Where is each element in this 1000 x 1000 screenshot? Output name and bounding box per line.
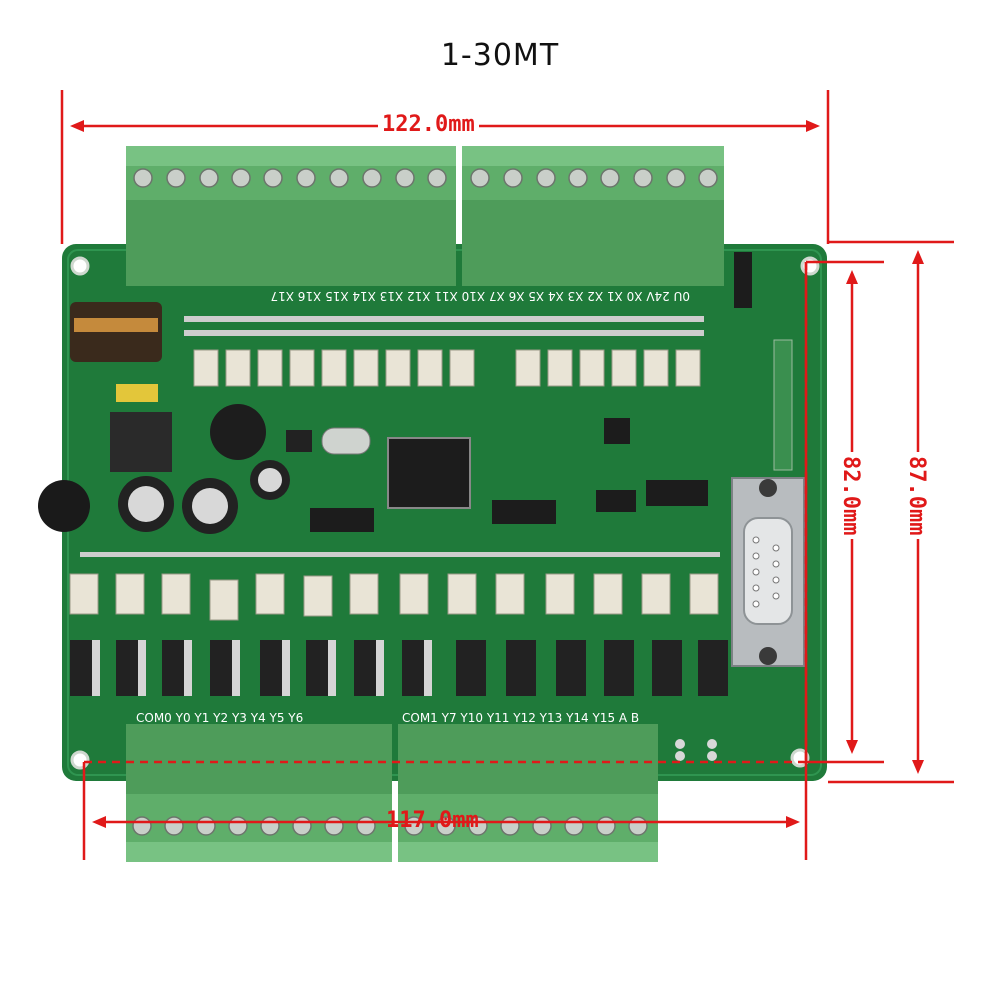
ic-chip [492,500,556,524]
db9-serial-connector [731,477,805,667]
power-inductor-round [210,404,266,460]
silkscreen-top-labels: 0U 24V X0 X1 X2 X3 X4 X5 X6 X7 X10 X11 X… [270,289,690,303]
dimension-outer-height: 87.0mm [904,452,929,540]
ic-chip [596,490,636,512]
mounting-hole [70,256,90,276]
input-optocoupler-row [193,349,701,387]
ic-chip [646,480,708,506]
electrolytic-capacitors [38,460,290,534]
dimension-bottom-width: 117.0mm [386,808,479,833]
crystal-oscillator [321,427,371,455]
top-terminal-block-right [462,146,724,286]
run-stop-switch [734,252,752,308]
dimension-top-width: 122.0mm [378,112,479,137]
j16-header-pins [675,739,717,761]
output-optocoupler-row [69,573,719,621]
voltage-regulator [110,412,172,472]
silkscreen-bottom-left-labels: COM0 Y0 Y1 Y2 Y3 Y4 Y5 Y6 [136,711,303,725]
silkscreen-bottom-right-labels: COM1 Y7 Y10 Y11 Y12 Y13 Y14 Y15 A B [402,711,639,725]
top-terminal-block-left [126,146,456,286]
pcb-board [62,244,827,781]
dimension-inner-height: 82.0mm [838,452,863,540]
ic-chip [310,508,374,532]
bottom-terminal-block-right [398,724,658,862]
mounting-hole [70,750,90,770]
mounting-hole [800,256,820,276]
fuse [116,384,158,402]
product-model-title: 1-30MT [440,38,560,73]
bottom-terminal-block-left [126,724,392,862]
microcontroller-chip [387,437,471,509]
